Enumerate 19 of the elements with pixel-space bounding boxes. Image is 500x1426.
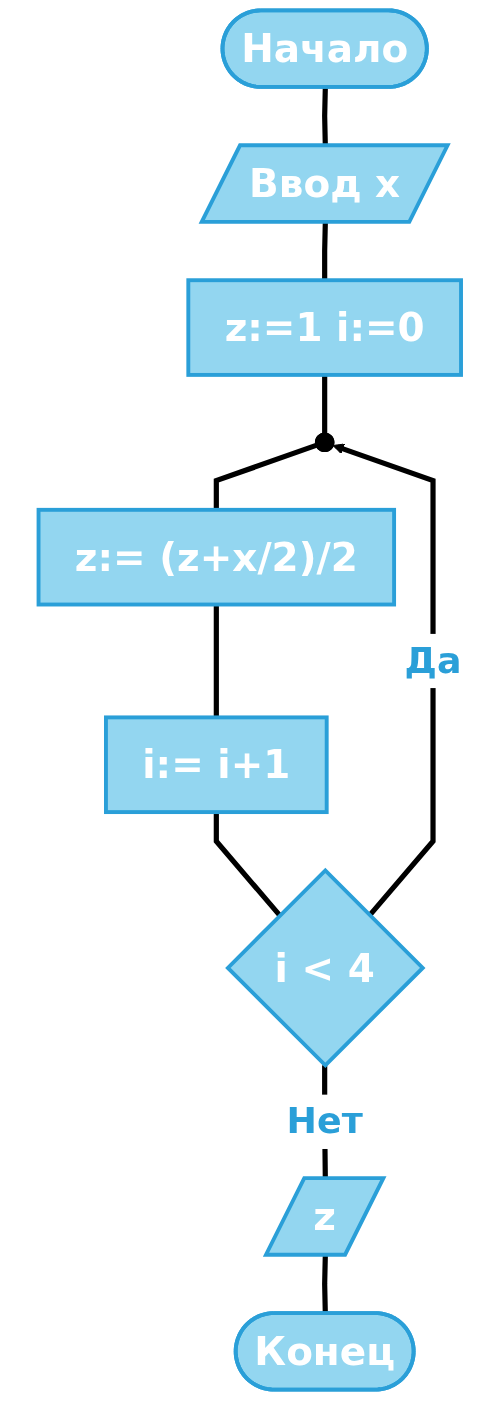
connector-line: [322, 374, 328, 434]
process-box: z:= (z+x/2)/2: [36, 507, 397, 607]
edge-label: Нет: [286, 1094, 363, 1149]
connector-line: [213, 442, 317, 510]
junction-dot: [314, 432, 335, 453]
process-box: z:=1 i:=0: [186, 278, 463, 377]
terminal-stadium: Начало: [220, 8, 429, 89]
edge-label: Да: [404, 633, 462, 689]
connector-line: [322, 87, 328, 146]
connector-line: [322, 1255, 328, 1314]
connector-line: [213, 604, 219, 718]
decision-diamond: i < 4: [225, 867, 426, 1069]
io-parallelogram: z: [262, 1176, 387, 1257]
terminal-stadium: Конец: [233, 1311, 416, 1392]
io-parallelogram: Ввод x: [198, 143, 451, 224]
connector-line: [213, 812, 282, 918]
arrow: [332, 443, 436, 918]
connector-line: [322, 222, 328, 281]
process-box: i:= i+1: [104, 715, 329, 815]
